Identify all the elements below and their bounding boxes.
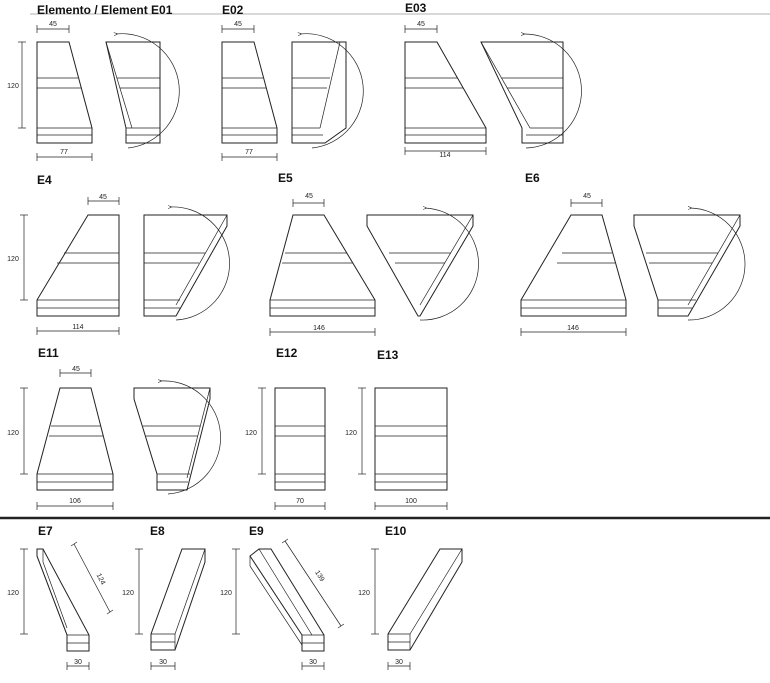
element-title: E10 — [385, 524, 407, 538]
element-title: E02 — [222, 3, 244, 17]
element-e9: E9 120 139 30 — [220, 524, 345, 670]
element-title: E4 — [37, 173, 52, 187]
dimension-label: 30 — [309, 659, 317, 666]
element-e8: E8 120 30 — [122, 524, 206, 670]
element-e13: E13 120 100 — [345, 348, 448, 510]
dimension-label: 106 — [69, 498, 81, 505]
dimension-label: 45 — [99, 194, 107, 201]
element-title: Elemento / Element E01 — [37, 3, 173, 17]
dimension-label: 45 — [583, 193, 591, 200]
dimension-label: 77 — [60, 149, 68, 156]
element-e12: E12 120 70 — [245, 346, 326, 510]
element-e01: Elemento / Element E01 45 120 77 — [7, 3, 180, 161]
dimension-label: 120 — [7, 256, 19, 263]
dimension-label: 120 — [7, 590, 19, 597]
dimension-label: 77 — [245, 149, 253, 156]
dimension-label: 70 — [296, 498, 304, 505]
dimension-label: 120 — [7, 430, 19, 437]
dimension-label: 45 — [305, 193, 313, 200]
element-e10: E10 120 30 — [358, 524, 463, 670]
element-e7: E7 120 124 30 — [7, 524, 114, 670]
dimension-label: 45 — [417, 21, 425, 28]
dimension-label: 45 — [72, 366, 80, 373]
element-title: E13 — [377, 348, 399, 362]
dimension-label: 100 — [405, 498, 417, 505]
element-title: E8 — [150, 524, 165, 538]
dimension-label: 120 — [345, 430, 357, 437]
dimension-label: 120 — [245, 430, 257, 437]
dimension-label: 30 — [159, 659, 167, 666]
dimension-label: 120 — [7, 83, 19, 90]
element-e4: E4 45 120 114 — [7, 173, 230, 335]
dimension-label: 120 — [122, 590, 134, 597]
element-e5: E5 45 146 — [269, 171, 479, 336]
dimension-label: 120 — [358, 590, 370, 597]
dimension-label: 124 — [95, 573, 107, 587]
element-e03: E03 45 114 — [404, 1, 582, 159]
element-title: E11 — [38, 346, 59, 360]
dimension-label: 45 — [234, 21, 242, 28]
dimension-label: 120 — [220, 590, 232, 597]
dimension-label: 45 — [49, 21, 57, 28]
element-title: E12 — [276, 346, 298, 360]
element-title: E6 — [525, 171, 540, 185]
element-e02: E02 45 77 — [221, 3, 364, 161]
dimension-label: 146 — [567, 325, 579, 332]
dimension-label: 146 — [313, 325, 325, 332]
element-e6: E6 45 146 — [520, 171, 746, 336]
element-title: E5 — [278, 171, 293, 185]
dimension-label: 30 — [395, 659, 403, 666]
element-title: E03 — [405, 1, 427, 15]
element-title: E7 — [38, 524, 53, 538]
element-title: E9 — [249, 524, 264, 538]
dimension-label: 139 — [313, 569, 325, 583]
dimension-label: 114 — [439, 152, 450, 159]
dimension-label: 114 — [72, 324, 83, 331]
dimension-label: 30 — [74, 659, 82, 666]
element-e11: E11 45 120 106 — [7, 346, 221, 510]
